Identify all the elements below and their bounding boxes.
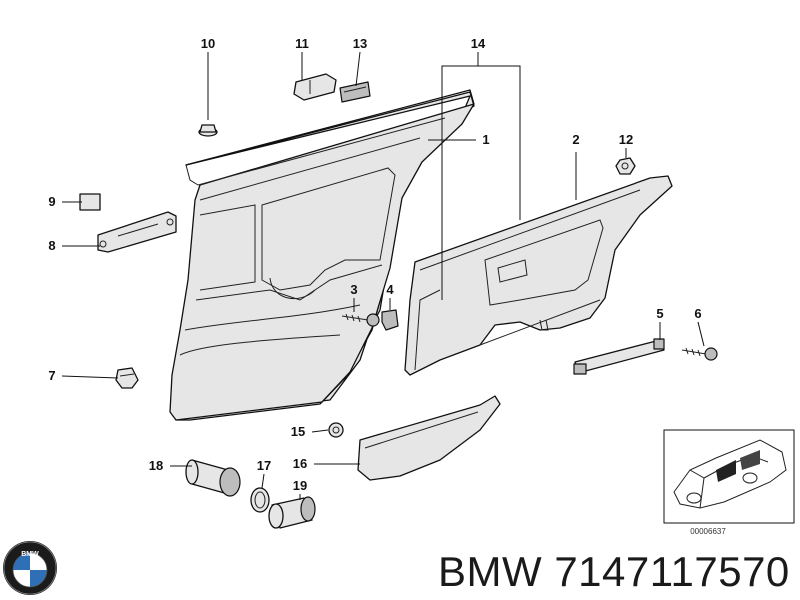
callout-14: 14 — [471, 36, 486, 51]
grip-handle-part-5 — [573, 338, 665, 375]
door-trim-panel-part-1 — [169, 89, 475, 421]
rivet-part-10 — [198, 124, 218, 137]
callout-13: 13 — [353, 36, 367, 51]
logo-text: BMW — [21, 551, 39, 558]
ring-part-17 — [250, 487, 270, 513]
callout-6: 6 — [694, 306, 701, 321]
callout-15: 15 — [291, 424, 305, 439]
callout-17: 17 — [257, 458, 271, 473]
armrest-trim-part-16 — [357, 395, 501, 481]
retaining-clip-part-13 — [339, 81, 371, 103]
screw-part-3 — [341, 313, 380, 327]
bracket-part-8 — [97, 211, 177, 253]
callout-1: 1 — [482, 132, 489, 147]
nut-part-12 — [615, 157, 636, 175]
callout-4: 4 — [386, 282, 394, 297]
clip-part-7 — [115, 367, 139, 389]
brand-name: BMW — [438, 548, 543, 595]
cap-part-4 — [381, 309, 399, 331]
washer-part-15 — [328, 422, 344, 438]
leader-lines — [61, 51, 705, 500]
part-number: 7147117570 — [554, 548, 790, 595]
callout-12: 12 — [619, 132, 633, 147]
callout-9: 9 — [48, 194, 55, 209]
clip-part-9 — [79, 193, 101, 211]
vehicle-inset: 00006637 — [663, 429, 795, 536]
door-panel-part-2 — [404, 175, 673, 376]
callout-2: 2 — [572, 132, 579, 147]
part-title: BMW 7147117570 — [438, 548, 790, 596]
car-silhouette-icon — [673, 439, 787, 509]
callout-7: 7 — [48, 368, 55, 383]
plug-part-19 — [268, 496, 316, 529]
screw-part-6 — [681, 347, 718, 361]
callout-19: 19 — [293, 478, 307, 493]
inset-code: 00006637 — [690, 527, 726, 536]
callout-10: 10 — [201, 36, 215, 51]
callout-16: 16 — [293, 456, 307, 471]
callout-11: 11 — [295, 36, 309, 51]
bmw-logo: BMW — [3, 541, 57, 595]
callout-5: 5 — [656, 306, 663, 321]
sleeve-part-18 — [185, 459, 241, 497]
clip-bracket-part-11 — [293, 73, 337, 101]
callout-3: 3 — [350, 282, 357, 297]
callout-8: 8 — [48, 238, 55, 253]
callout-labels: 10 11 13 14 1 2 12 9 8 3 4 5 6 7 15 16 1… — [48, 36, 701, 493]
callout-18: 18 — [149, 458, 163, 473]
